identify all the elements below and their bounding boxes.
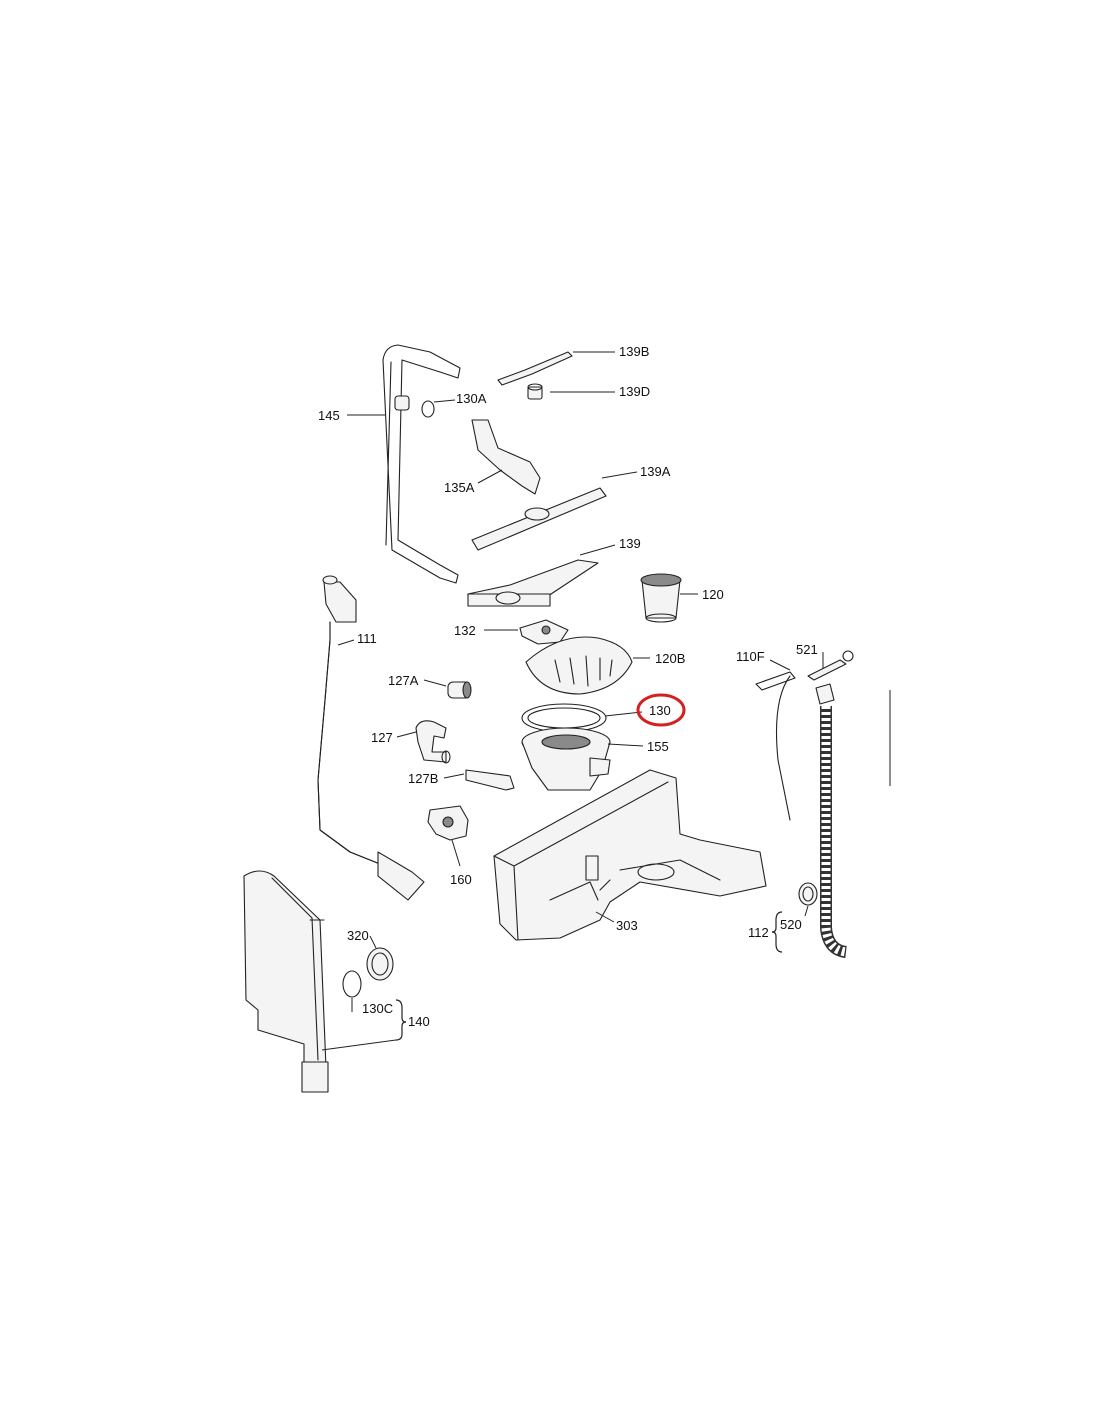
part-145-supply-pipe[interactable] [382, 344, 461, 584]
label-303[interactable]: 303 [616, 918, 638, 933]
label-110F[interactable]: 110F [736, 649, 765, 664]
part-139A-middle-spray-arm[interactable] [471, 487, 607, 551]
label-139B[interactable]: 139B [619, 344, 649, 359]
label-139D[interactable]: 139D [619, 384, 650, 399]
part-160-pump[interactable] [427, 805, 469, 841]
label-140[interactable]: 140 [408, 1014, 430, 1029]
part-320-ring[interactable] [366, 947, 394, 981]
part-127A[interactable] [447, 681, 472, 699]
part-155-sump[interactable] [521, 727, 611, 791]
part-120-filter[interactable] [640, 573, 682, 623]
part-139D-nut[interactable] [527, 383, 543, 400]
part-520-clamp[interactable] [798, 882, 818, 906]
label-155[interactable]: 155 [647, 739, 669, 754]
part-303-base[interactable] [493, 769, 767, 941]
part-140-door-panel[interactable] [243, 870, 329, 1093]
label-127[interactable]: 127 [371, 730, 393, 745]
label-521[interactable]: 521 [796, 642, 818, 657]
label-111[interactable]: 111 [357, 631, 377, 646]
label-139[interactable]: 139 [619, 536, 641, 551]
highlight-circle [636, 693, 686, 727]
label-127A[interactable]: 127A [388, 673, 419, 688]
part-130C-seal[interactable] [342, 970, 362, 998]
label-320[interactable]: 320 [347, 928, 369, 943]
part-139B-upper-spray-arm[interactable] [497, 351, 573, 386]
part-139-lower-spray-arm[interactable] [467, 559, 599, 607]
part-112-drain-hose[interactable] [815, 683, 848, 958]
label-127B[interactable]: 127B [408, 771, 438, 786]
part-120B-strainer-plate[interactable] [525, 636, 633, 695]
part-521-clip[interactable] [807, 650, 854, 681]
label-135A[interactable]: 135A [444, 480, 475, 495]
label-130C[interactable]: 130C [362, 1001, 393, 1016]
label-130A[interactable]: 130A [456, 391, 487, 406]
part-132[interactable] [519, 619, 569, 645]
part-127B-hose[interactable] [465, 769, 515, 791]
label-520[interactable]: 520 [780, 917, 802, 932]
label-132[interactable]: 132 [454, 623, 476, 638]
label-120[interactable]: 120 [702, 587, 724, 602]
part-135A-bracket[interactable] [471, 419, 541, 495]
label-130[interactable]: 130 [649, 703, 671, 718]
label-160[interactable]: 160 [450, 872, 472, 887]
part-127-elbow[interactable] [415, 720, 451, 764]
label-120B[interactable]: 120B [655, 651, 685, 666]
part-111-inlet-hose[interactable] [317, 575, 425, 901]
part-110F-hose[interactable] [755, 671, 796, 821]
label-112[interactable]: 112 [748, 925, 769, 940]
part-130A-o-ring[interactable] [421, 400, 435, 418]
label-145[interactable]: 145 [318, 408, 340, 423]
label-139A[interactable]: 139A [640, 464, 671, 479]
